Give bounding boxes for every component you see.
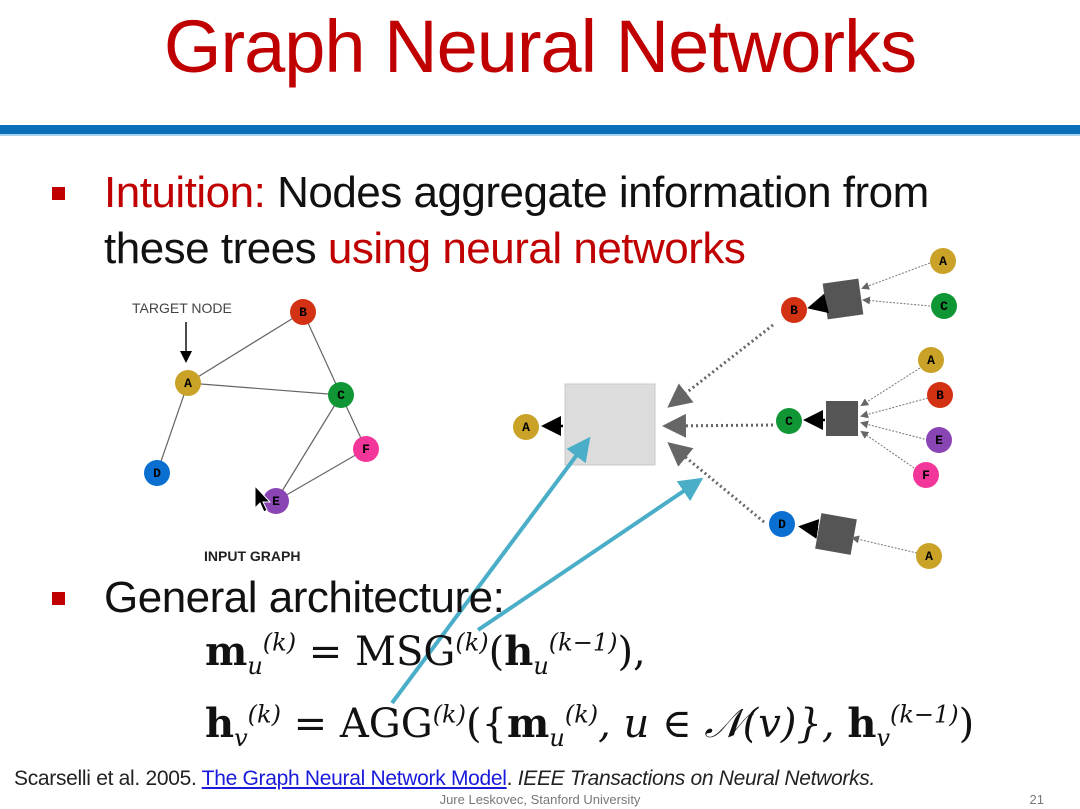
svg-text:C: C — [337, 388, 345, 403]
node-E: E — [263, 488, 289, 514]
svg-text:D: D — [153, 466, 161, 481]
title-divider — [0, 125, 1080, 136]
svg-text:C: C — [940, 299, 948, 314]
citation-venue: IEEE Transactions on Neural Networks. — [517, 767, 876, 790]
intuition-highlight: using neural networks — [327, 224, 746, 273]
page-number: 21 — [1029, 792, 1044, 807]
svg-text:C: C — [785, 414, 793, 429]
bullet-marker — [52, 592, 65, 605]
svg-text:A: A — [927, 353, 935, 368]
slide-title: Graph Neural Networks — [163, 5, 917, 88]
tree-root-A: A — [513, 414, 539, 440]
leaf-C-B: B — [927, 382, 953, 408]
annotation-arrow-msg — [476, 477, 704, 632]
input-graph-edges — [156, 311, 367, 502]
svg-text:A: A — [522, 420, 530, 435]
mouse-cursor-icon — [254, 484, 272, 513]
tree-node-B: B — [781, 297, 807, 323]
node-B: B — [290, 299, 316, 325]
target-node-label: TARGET NODE — [132, 300, 232, 316]
arrow-B-to-root — [667, 323, 774, 408]
aggregator-C — [826, 401, 858, 436]
citation-authors: Scarselli et al. 2005. — [14, 767, 202, 790]
svg-text:B: B — [790, 303, 798, 318]
arrow-D-to-root — [667, 442, 765, 524]
equation-aggregate: hv(k) = AGG(k)({mu(k), u ∈ 𝒩(v)}, hv(k−1… — [205, 700, 975, 752]
bullet-intuition: Intuition: Nodes aggregate information f… — [104, 165, 929, 277]
level1-aggregators — [815, 278, 864, 555]
svg-text:A: A — [184, 376, 192, 391]
paper-link[interactable]: The Graph Neural Network Model — [201, 767, 507, 790]
svg-text:F: F — [922, 468, 930, 483]
leaf-B-C: C — [931, 293, 957, 319]
leaf-C-E: E — [926, 427, 952, 453]
annotation-arrow-agg — [390, 436, 591, 705]
node-C: C — [328, 382, 354, 408]
svg-text:F: F — [362, 442, 370, 457]
leaf-C-F: F — [913, 462, 939, 488]
leaf-B-A: A — [930, 248, 956, 274]
bullet-marker — [52, 187, 65, 200]
node-A: A — [175, 370, 201, 396]
input-graph-caption: INPUT GRAPH — [204, 548, 301, 564]
svg-text:E: E — [272, 494, 280, 509]
input-graph-nodes: A B C D E F — [144, 299, 379, 514]
edge-A-B — [187, 311, 304, 384]
node-D: D — [144, 460, 170, 486]
svg-text:D: D — [778, 517, 786, 532]
intuition-text-line2: these trees — [104, 224, 328, 273]
svg-text:B: B — [299, 305, 307, 320]
svg-text:A: A — [939, 254, 947, 269]
edge-B-C — [302, 311, 342, 396]
footer-author: Jure Leskovec, Stanford University — [439, 792, 641, 807]
level2-nodes: A C A B E F A — [913, 248, 957, 569]
aggregator-B — [822, 278, 864, 320]
arrow-C-to-root — [662, 413, 774, 438]
tree-node-D: D — [769, 511, 795, 537]
tree-node-C: C — [776, 408, 802, 434]
equation-message: mu(k) = MSG(k)(hu(k−1)), — [205, 628, 646, 680]
edge-A-D — [156, 382, 189, 474]
intuition-text: Nodes aggregate information from — [265, 168, 929, 217]
svg-text:E: E — [935, 433, 943, 448]
edge-C-E — [275, 394, 342, 502]
svg-text:A: A — [925, 549, 933, 564]
leaf-C-A: A — [918, 347, 944, 373]
svg-text:B: B — [936, 388, 944, 403]
bullet-general-architecture: General architecture: — [104, 573, 505, 622]
citation: Scarselli et al. 2005. The Graph Neural … — [14, 767, 876, 790]
edge-A-C — [187, 382, 342, 396]
level1-nodes: B C D — [769, 297, 807, 537]
leaf-D-A: A — [916, 543, 942, 569]
aggregator-D — [815, 513, 857, 555]
intuition-label: Intuition: — [104, 168, 266, 217]
node-F: F — [353, 436, 379, 462]
edge-E-F — [275, 448, 367, 502]
